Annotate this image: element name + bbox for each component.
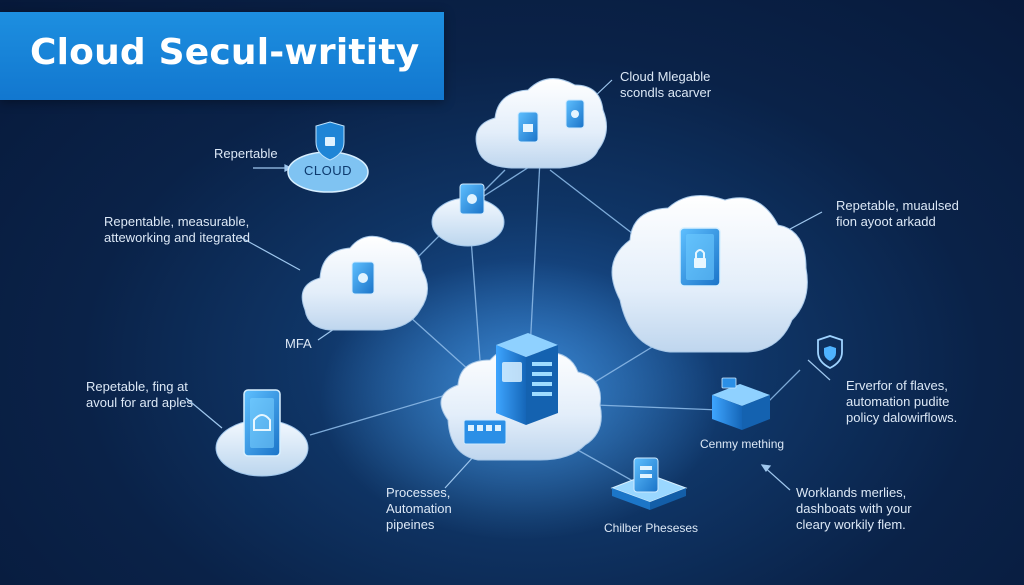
label-top-right-note: Cloud Mlegable scondls acarver [620, 69, 712, 100]
shield-lock-icon [817, 335, 843, 370]
label-bottom-right: Worklands merlies, dashboats with your c… [796, 485, 912, 532]
label-left-upper: Repertable [214, 146, 278, 161]
title-banner: Cloud Secul-writity [0, 12, 444, 100]
shield-lock-icon [243, 389, 281, 457]
label-bottom-center: Chilber Pheseses [604, 521, 699, 535]
label-right-upper: Repetable, muaulsed fion ayoot arkadd [836, 198, 959, 229]
label-bottom-left: Processes, Automation pipeines [386, 485, 452, 532]
cloud-right-large [611, 195, 808, 353]
label-center-server: Cenmy mething [700, 437, 785, 451]
label-left-lower: Repetable, fing at avoul for ard aples [86, 379, 193, 410]
cloud-left [301, 235, 428, 331]
small-disc-node [431, 183, 505, 247]
cloud-top [475, 78, 608, 169]
server-node-bottom [610, 457, 688, 510]
disc-node-left [215, 389, 309, 477]
shield-lock-icon [679, 227, 721, 287]
server-icon [496, 333, 558, 425]
label-mfa: MFA [285, 336, 312, 351]
rack-panel [463, 419, 507, 445]
cloud-badge-label: CLOUD [303, 163, 352, 178]
page-title: Cloud Secul-writity [30, 32, 420, 73]
label-left-middle: Repentable, measurable, atteworking and … [104, 214, 250, 245]
shield-lock-icon [315, 121, 345, 161]
label-right-middle: Erverfor of flaves, automation pudite po… [846, 378, 958, 425]
server-block-right [712, 377, 770, 430]
cloud-center [440, 333, 602, 461]
shield-lock-icon [517, 111, 539, 143]
cloud-badge[interactable] [287, 121, 369, 193]
lock-icon [565, 99, 585, 129]
